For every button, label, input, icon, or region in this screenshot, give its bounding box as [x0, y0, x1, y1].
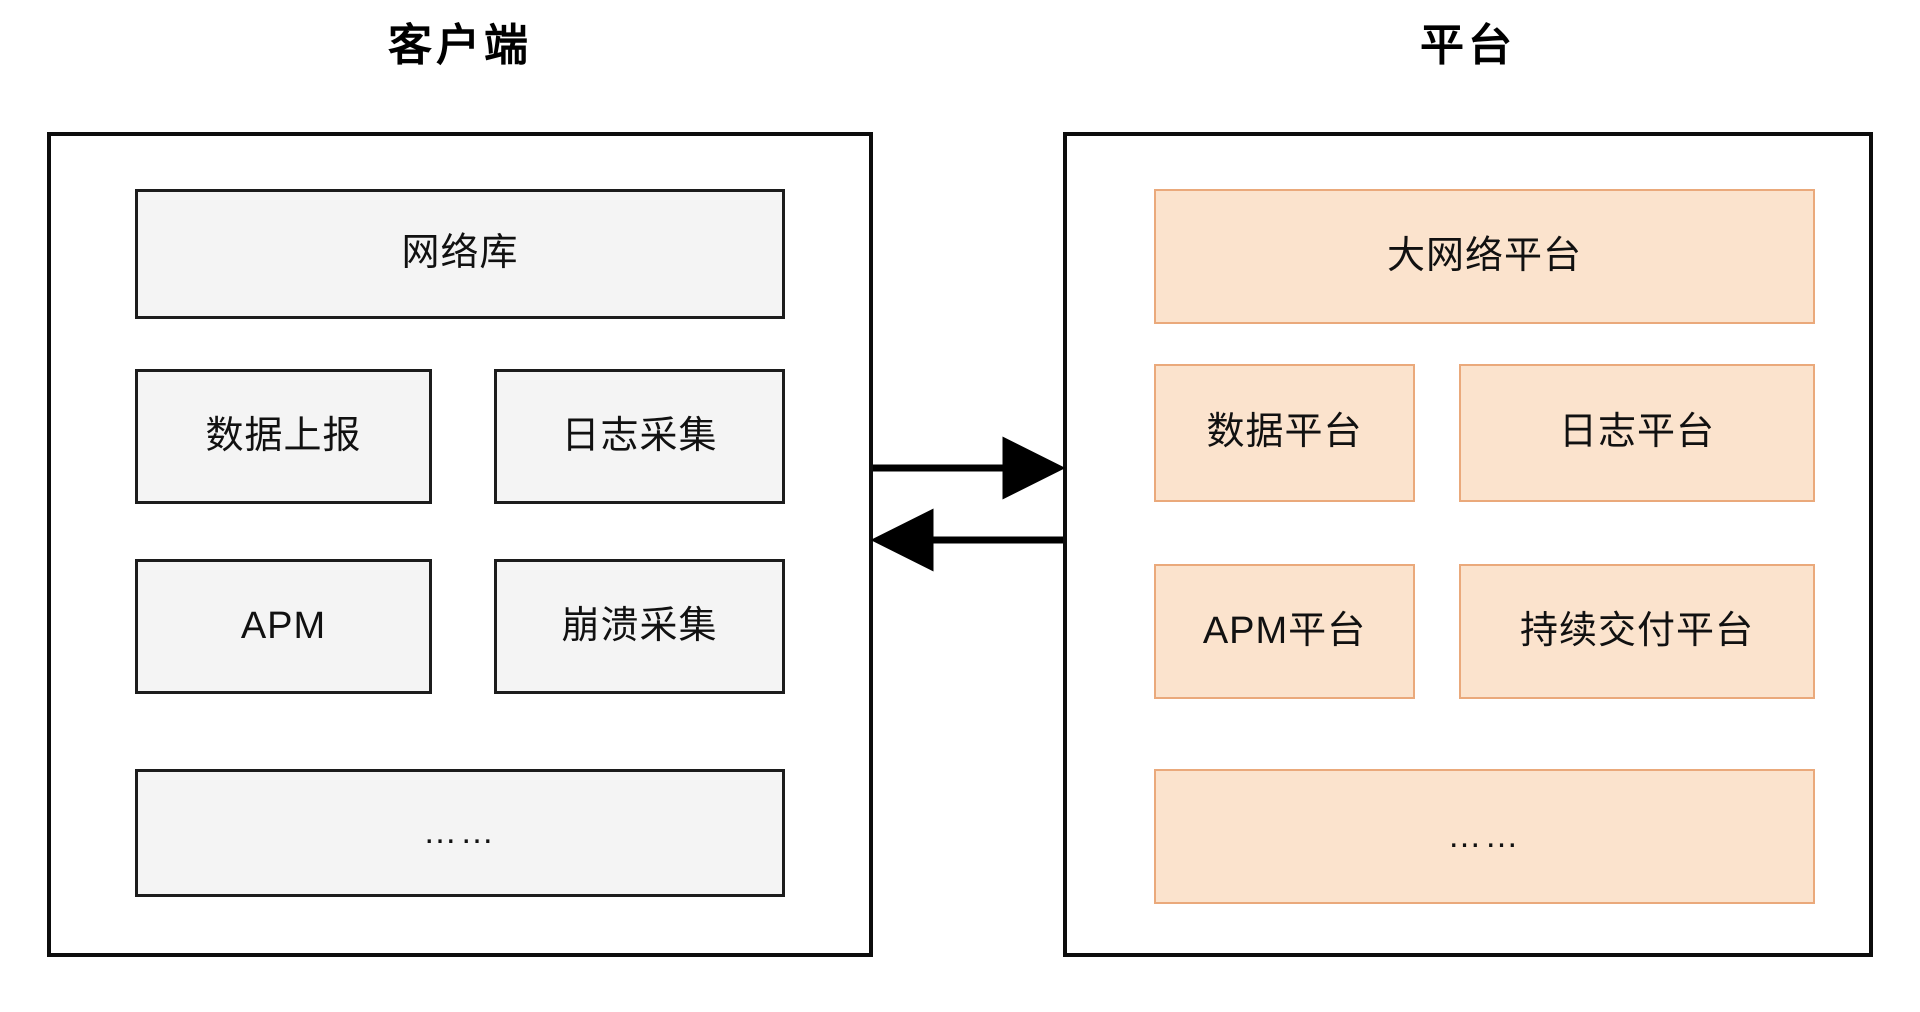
client-module-data-report[interactable]: 数据上报 [135, 369, 432, 504]
platform-container: 大网络平台 数据平台 日志平台 APM平台 持续交付平台 …… [1063, 132, 1873, 957]
client-container: 网络库 数据上报 日志采集 APM 崩溃采集 …… [47, 132, 873, 957]
platform-module-continuous-delivery[interactable]: 持续交付平台 [1459, 564, 1815, 699]
platform-module-more[interactable]: …… [1154, 769, 1815, 904]
client-module-more[interactable]: …… [135, 769, 785, 897]
platform-module-big-network[interactable]: 大网络平台 [1154, 189, 1815, 324]
platform-module-log[interactable]: 日志平台 [1459, 364, 1815, 502]
client-module-netlib[interactable]: 网络库 [135, 189, 785, 319]
client-module-apm[interactable]: APM [135, 559, 432, 694]
client-column-title: 客户端 [388, 21, 532, 70]
platform-column-title: 平台 [1420, 21, 1516, 70]
client-module-log-collect[interactable]: 日志采集 [494, 369, 785, 504]
platform-module-data[interactable]: 数据平台 [1154, 364, 1415, 502]
client-module-crash-collect[interactable]: 崩溃采集 [494, 559, 785, 694]
platform-module-apm[interactable]: APM平台 [1154, 564, 1415, 699]
